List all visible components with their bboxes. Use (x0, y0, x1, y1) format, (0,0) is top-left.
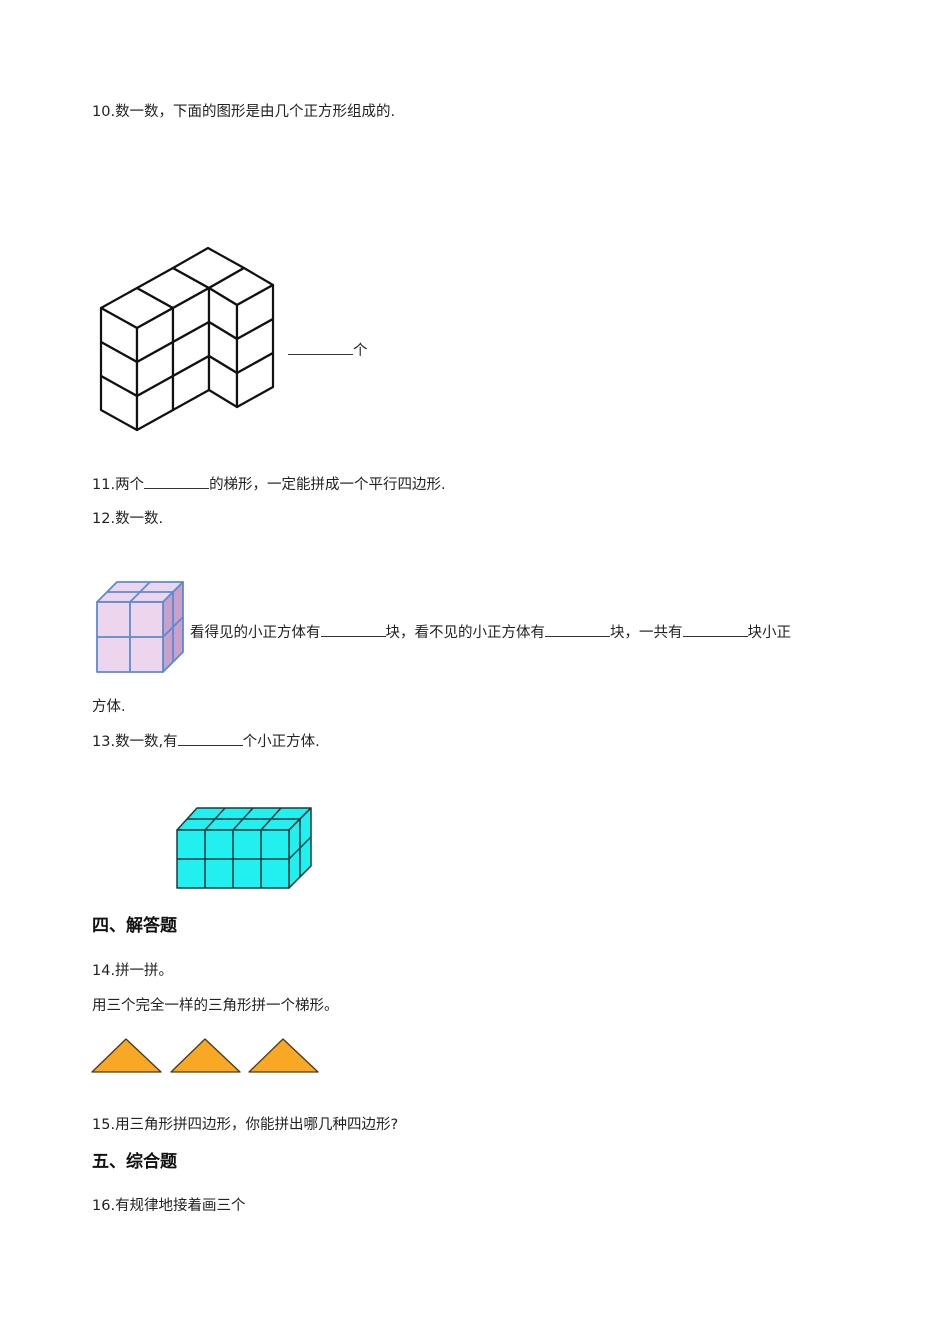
text-total: 块，一共有 (610, 625, 683, 641)
question-14: 14.拼一拼。 (92, 961, 173, 981)
triangle-3 (248, 1038, 319, 1073)
answer-blank-hidden[interactable] (545, 622, 610, 637)
triangles-figure (91, 1038, 319, 1073)
triangle-1 (91, 1038, 162, 1073)
text-visible-cubes: 看得见的小正方体有 (190, 625, 321, 641)
cyan-cuboid-figure (176, 807, 312, 889)
question-text-prefix: 两个 (115, 477, 145, 493)
question-text-prefix: 数一数,有 (115, 734, 178, 750)
question-11: 11.两个 的梯形，一定能拼成一个平行四边形. (92, 474, 446, 495)
question-number: 12. (92, 511, 116, 527)
answer-blank[interactable] (144, 474, 210, 489)
question-12-continuation: 方体. (92, 699, 126, 715)
question-10-answer: 个 (288, 340, 368, 361)
pink-cube-figure (96, 581, 184, 673)
question-text: 有规律地接着画三个 (115, 1198, 246, 1214)
question-number: 15. (92, 1117, 116, 1133)
question-16: 16.有规律地接着画三个 (92, 1196, 246, 1216)
question-number: 14. (92, 963, 116, 979)
question-12-body: 看得见的小正方体有 块，看不见的小正方体有 块，一共有 块小正 (190, 622, 791, 643)
section-heading-5: 五、综合题 (92, 1152, 177, 1172)
stacked-cubes-figure (99, 246, 275, 432)
text-unit: 块小正 (747, 625, 792, 641)
question-10: 10.数一数，下面的图形是由几个正方形组成的. (92, 102, 395, 122)
question-text: 用三角形拼四边形，你能拼出哪几种四边形? (115, 1117, 399, 1133)
answer-blank[interactable] (288, 340, 353, 355)
answer-blank[interactable] (177, 731, 243, 746)
question-text: 数一数，下面的图形是由几个正方形组成的. (115, 104, 396, 120)
question-14-instruction: 用三个完全一样的三角形拼一个梯形。 (92, 998, 339, 1014)
question-text: 拼一拼。 (115, 963, 174, 979)
text-hidden-cubes: 块，看不见的小正方体有 (385, 625, 546, 641)
question-15: 15.用三角形拼四边形，你能拼出哪几种四边形? (92, 1115, 398, 1135)
triangle-2 (170, 1038, 241, 1073)
question-13: 13.数一数,有 个小正方体. (92, 731, 320, 752)
answer-blank-visible[interactable] (320, 622, 386, 637)
answer-blank-total[interactable] (682, 622, 748, 637)
question-12: 12.数一数. (92, 509, 163, 529)
answer-unit: 个 (353, 343, 368, 359)
question-number: 16. (92, 1198, 116, 1214)
question-number: 11. (92, 477, 116, 493)
question-number: 13. (92, 734, 116, 750)
question-text-suffix: 的梯形，一定能拼成一个平行四边形. (209, 477, 446, 493)
section-heading-4: 四、解答题 (92, 916, 177, 936)
question-text-suffix: 个小正方体. (242, 734, 320, 750)
question-number: 10. (92, 104, 116, 120)
question-text: 数一数. (115, 511, 164, 527)
